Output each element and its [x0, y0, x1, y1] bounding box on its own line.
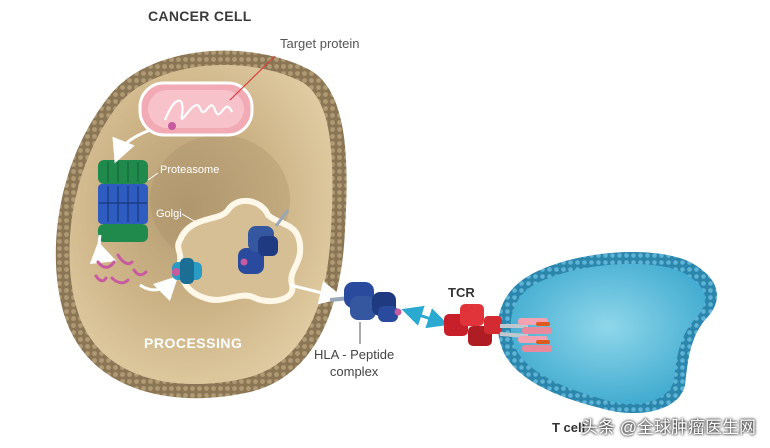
t-cell [497, 252, 717, 414]
peptide-fragments [94, 253, 148, 285]
arrow-mito-to-proteasome [112, 128, 151, 164]
target-protein-pointer [229, 55, 276, 101]
hla-peptide-complex [329, 282, 402, 322]
tcr-receptor [444, 304, 529, 346]
golgi-label: Golgi [156, 208, 182, 220]
watermark: 头条 @全球肿瘤医生网 [581, 418, 756, 437]
golgi-pointer [181, 213, 197, 223]
interaction-arrow [401, 305, 449, 329]
tcr-label: TCR [448, 285, 475, 300]
arrow-golgi-to-membrane [289, 280, 344, 305]
hla-label-line2: complex [329, 364, 379, 379]
hla-in-golgi [238, 209, 290, 274]
cd3-complex [518, 318, 552, 352]
proteasome [98, 160, 148, 242]
arrow-proteasome-to-peptides [89, 234, 117, 264]
processing-label: PROCESSING [144, 335, 243, 351]
arrow-peptides-to-er [139, 275, 179, 302]
mitochondrion [138, 81, 254, 137]
hla-label-line1: HLA - Peptide [314, 347, 395, 362]
proteasome-pointer [147, 172, 159, 181]
cancer-cell-label: CANCER CELL [148, 8, 252, 24]
t-cell-label: T cell [552, 420, 586, 435]
target-protein-label: Target protein [280, 36, 360, 51]
hla-peptide-complex-label: HLA - Peptide complex [314, 346, 394, 380]
proteasome-label: Proteasome [160, 164, 220, 176]
peptide-loading-complex [172, 258, 202, 284]
